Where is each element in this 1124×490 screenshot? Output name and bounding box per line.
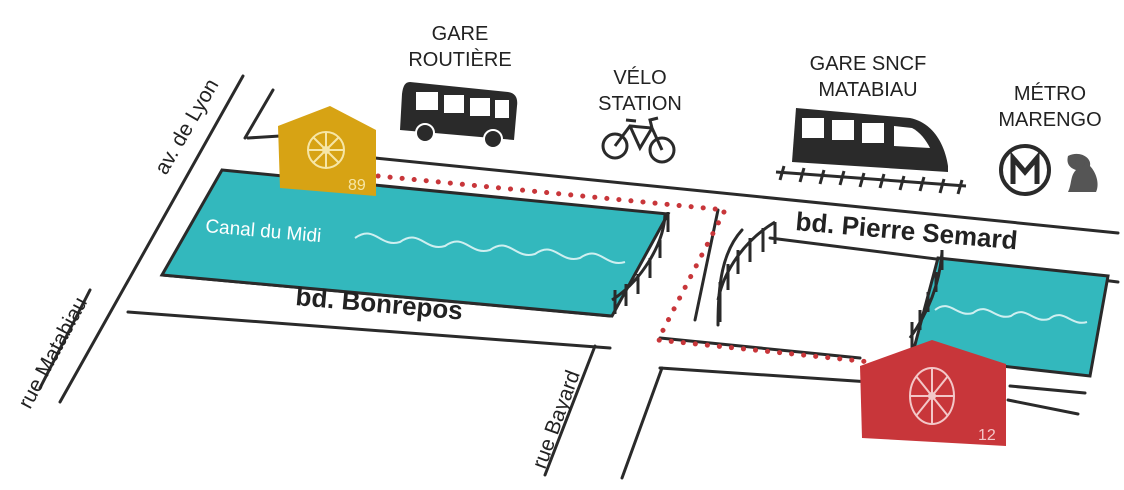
landmark-label: STATION	[598, 93, 682, 115]
bike-wheel-icon	[909, 367, 955, 425]
landmark-gare-sncf: GARE SNCF MATABIAU	[775, 53, 967, 195]
station-number: 89	[348, 177, 366, 194]
route-path	[375, 173, 873, 365]
street-label-av-de-lyon: av. de Lyon	[150, 75, 223, 179]
landmark-label: ROUTIÈRE	[408, 48, 511, 71]
wave-icon	[934, 305, 1088, 324]
wave-icon	[354, 232, 626, 264]
street-label-rue-bayard: rue Bayard	[528, 367, 585, 471]
station-12[interactable]: 12	[860, 340, 1006, 446]
bridge-railing-right	[908, 250, 944, 348]
landmark-label: MATABIAU	[818, 79, 917, 101]
canal: Canal du Midi	[159, 168, 1110, 378]
canal-left-section	[159, 168, 671, 318]
landmark-label: GARE SNCF	[810, 53, 927, 75]
bridge-railing-left	[611, 212, 670, 314]
bike-wheel-icon	[307, 131, 345, 169]
landmark-label: MÉTRO	[1014, 82, 1086, 105]
landmark-metro-marengo: MÉTRO MARENGO	[998, 82, 1102, 196]
bicycle-icon	[601, 116, 676, 164]
metro-logo-icon	[999, 144, 1098, 196]
street-label-bd-pierre-semard: bd. Pierre Semard	[794, 206, 1018, 255]
station-number: 12	[978, 427, 996, 444]
station-89[interactable]: 89	[278, 106, 376, 196]
landmark-gare-routiere: GARE ROUTIÈRE	[400, 23, 518, 149]
bridge-railing-middle	[716, 220, 777, 322]
landmark-label: VÉLO	[613, 66, 666, 89]
landmark-label: GARE	[432, 23, 489, 45]
street-label-rue-matabiau: rue Matabiau	[14, 293, 92, 412]
landmark-label: MARENGO	[998, 109, 1101, 131]
bus-icon	[400, 82, 518, 149]
landmark-velo-station: VÉLO STATION	[598, 66, 682, 164]
train-icon	[775, 108, 967, 195]
